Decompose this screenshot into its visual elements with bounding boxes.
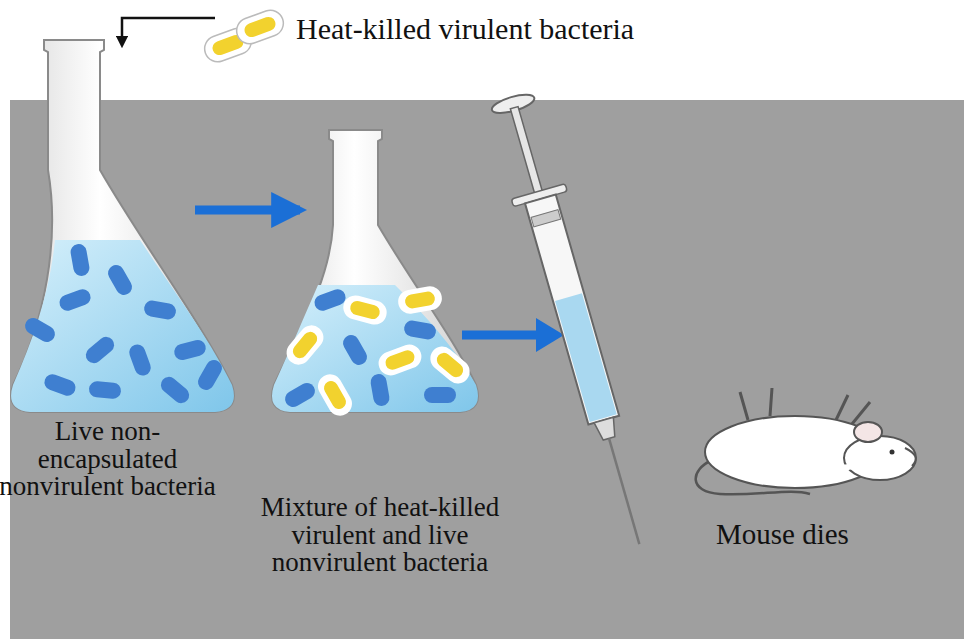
flask-node: Live non-encapsulated nonvirulent bacter… — [20, 40, 195, 412]
flask — [272, 130, 478, 420]
add-arrow — [122, 18, 215, 42]
transfer-arrow — [462, 318, 564, 352]
dead-mouse — [696, 388, 916, 494]
flask-caption: Live non-encapsulated nonvirulent bacter… — [0, 418, 218, 501]
process-arrow — [195, 206, 300, 215]
flask-node: Mixture of heat-killed virulent and live… — [300, 130, 460, 412]
syringe — [484, 89, 666, 551]
flask — [11, 40, 234, 412]
flask-caption: Mixture of heat-killed virulent and live… — [230, 494, 530, 577]
result-label: Mouse dies — [716, 518, 849, 551]
heat-killed-bacteria-icon — [201, 7, 287, 66]
grey-ground — [10, 100, 964, 639]
figure-label: Heat-killed virulent bacteria — [296, 12, 634, 46]
